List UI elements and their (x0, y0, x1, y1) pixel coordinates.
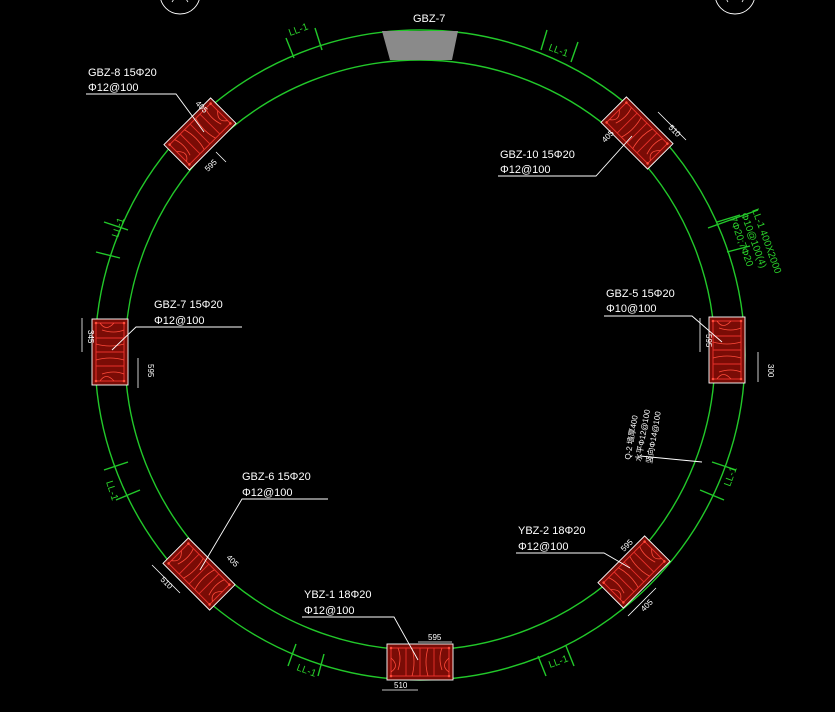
svg-text:345: 345 (86, 330, 95, 344)
svg-text:LL-1: LL-1 (295, 662, 318, 679)
svg-text:Φ12@100: Φ12@100 (304, 605, 355, 617)
svg-text:Φ12@100: Φ12@100 (500, 164, 551, 176)
svg-text:YBZ-2 18Φ20: YBZ-2 18Φ20 (518, 525, 585, 537)
svg-text:510: 510 (159, 575, 175, 591)
wall-note: Q-2 墙厚400 水平Φ12@100 竖向Φ14@100 (622, 408, 663, 464)
axis-bubble-left (160, 0, 200, 15)
svg-text:510: 510 (394, 681, 408, 690)
callout-gbz7: GBZ-7 15Φ20 Φ12@100 345 595 (81, 299, 242, 388)
svg-text:LL-1: LL-1 (287, 21, 310, 38)
svg-text:LL-1: LL-1 (110, 216, 127, 239)
svg-text:Φ12@100: Φ12@100 (154, 315, 205, 327)
svg-text:300: 300 (766, 364, 775, 378)
svg-text:GBZ-6 15Φ20: GBZ-6 15Φ20 (242, 471, 311, 483)
svg-text:405: 405 (639, 597, 655, 613)
beam-marker-1: LL-1 (285, 21, 323, 59)
top-column-label: GBZ-7 (413, 13, 445, 25)
svg-text:595: 595 (704, 334, 713, 348)
beam-marker-7: LL-1 (287, 643, 325, 680)
callout-ybz1: YBZ-1 18Φ20 Φ12@100 595 510 (302, 589, 452, 691)
callout-ybz2: YBZ-2 18Φ20 Φ12@100 595 405 (516, 525, 657, 617)
svg-text:GBZ-5 15Φ20: GBZ-5 15Φ20 (606, 288, 675, 300)
svg-text:Φ12@100: Φ12@100 (518, 541, 569, 553)
svg-text:GBZ-8 15Φ20: GBZ-8 15Φ20 (88, 67, 157, 79)
svg-text:595: 595 (203, 157, 219, 173)
column-gbz7 (91, 318, 129, 386)
callout-gbz6: GBZ-6 15Φ20 Φ12@100 405 510 (151, 471, 328, 594)
svg-text:LL-1: LL-1 (547, 653, 570, 670)
svg-text:Φ12@100: Φ12@100 (88, 82, 139, 94)
axis-bubble-right (715, 0, 755, 15)
svg-text:Φ10@100: Φ10@100 (606, 303, 657, 315)
svg-text:510: 510 (667, 123, 683, 139)
svg-text:405: 405 (225, 553, 241, 569)
svg-text:YBZ-1 18Φ20: YBZ-1 18Φ20 (304, 589, 371, 601)
beam-marker-2: LL-1 (540, 29, 579, 63)
svg-text:GBZ-10 15Φ20: GBZ-10 15Φ20 (500, 149, 575, 161)
svg-text:LL-1: LL-1 (103, 480, 120, 503)
column-gbz6 (162, 537, 236, 611)
column-ybz2 (597, 535, 671, 609)
top-column-block (382, 31, 458, 60)
svg-text:Φ12@100: Φ12@100 (242, 487, 293, 499)
beam-marker-4 (716, 214, 751, 253)
column-ybz1 (386, 643, 454, 681)
callout-gbz5: GBZ-5 15Φ20 Φ10@100 595 300 (604, 288, 775, 382)
svg-text:GBZ-7 15Φ20: GBZ-7 15Φ20 (154, 299, 223, 311)
svg-text:595: 595 (428, 633, 442, 642)
svg-text:595: 595 (146, 364, 155, 378)
column-gbz5 (708, 316, 746, 384)
